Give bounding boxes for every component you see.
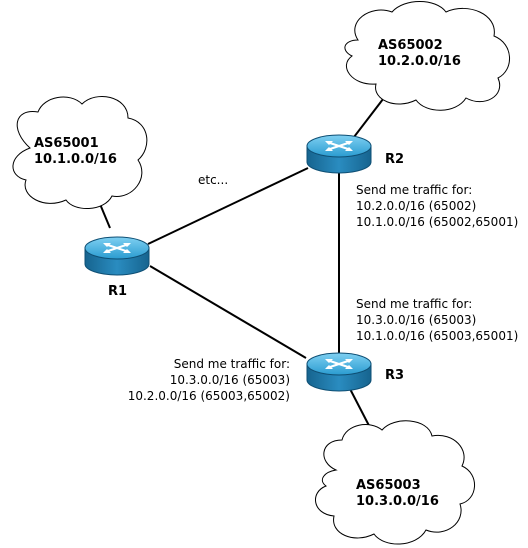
r3-adv-left-line-1: Send me traffic for: — [173, 357, 290, 371]
cloud-as65001 — [12, 96, 148, 209]
etc-label: etc... — [198, 173, 229, 187]
cloud-as65001-prefix: 10.1.0.0/16 — [34, 152, 117, 167]
r3-adv-left-line-3: 10.2.0.0/16 (65003,65002) — [127, 389, 290, 403]
r3-adv-up-line-2: 10.3.0.0/16 (65003) — [356, 313, 477, 327]
router-r2 — [306, 134, 372, 174]
link-r1-r2 — [147, 167, 309, 245]
router-r1 — [84, 236, 150, 276]
cloud-as65002-name: AS65002 — [378, 38, 443, 53]
links — [99, 89, 391, 444]
cloud-as65002-prefix: 10.2.0.0/16 — [378, 54, 461, 69]
r3-advertisement-up: Send me traffic for: 10.3.0.0/16 (65003)… — [356, 296, 518, 344]
r3-adv-up-line-1: Send me traffic for: — [356, 297, 473, 311]
cloud-as65002 — [344, 1, 510, 111]
cloud-as65003-name: AS65003 — [356, 478, 421, 493]
router-r3-label: R3 — [385, 368, 405, 383]
cloud-as65003 — [315, 420, 475, 545]
r3-adv-left-line-2: 10.3.0.0/16 (65003) — [169, 373, 290, 387]
link-r1-as65001 — [99, 203, 111, 229]
r2-advertisement: Send me traffic for: 10.2.0.0/16 (65002)… — [356, 182, 518, 230]
r3-adv-up-line-3: 10.1.0.0/16 (65003,65001) — [356, 329, 519, 343]
r2-adv-line-1: Send me traffic for: — [356, 183, 473, 197]
router-r1-label: R1 — [108, 284, 128, 299]
cloud-as65003-prefix: 10.3.0.0/16 — [356, 494, 439, 509]
r2-adv-line-2: 10.2.0.0/16 (65002) — [356, 199, 477, 213]
cloud-as65001-name: AS65001 — [34, 136, 99, 151]
router-r3 — [306, 352, 372, 392]
router-r2-label: R2 — [385, 152, 405, 167]
link-r1-r3 — [149, 265, 307, 359]
r3-advertisement-left: Send me traffic for: 10.3.0.0/16 (65003)… — [110, 356, 290, 404]
r2-adv-line-3: 10.1.0.0/16 (65002,65001) — [356, 215, 519, 229]
